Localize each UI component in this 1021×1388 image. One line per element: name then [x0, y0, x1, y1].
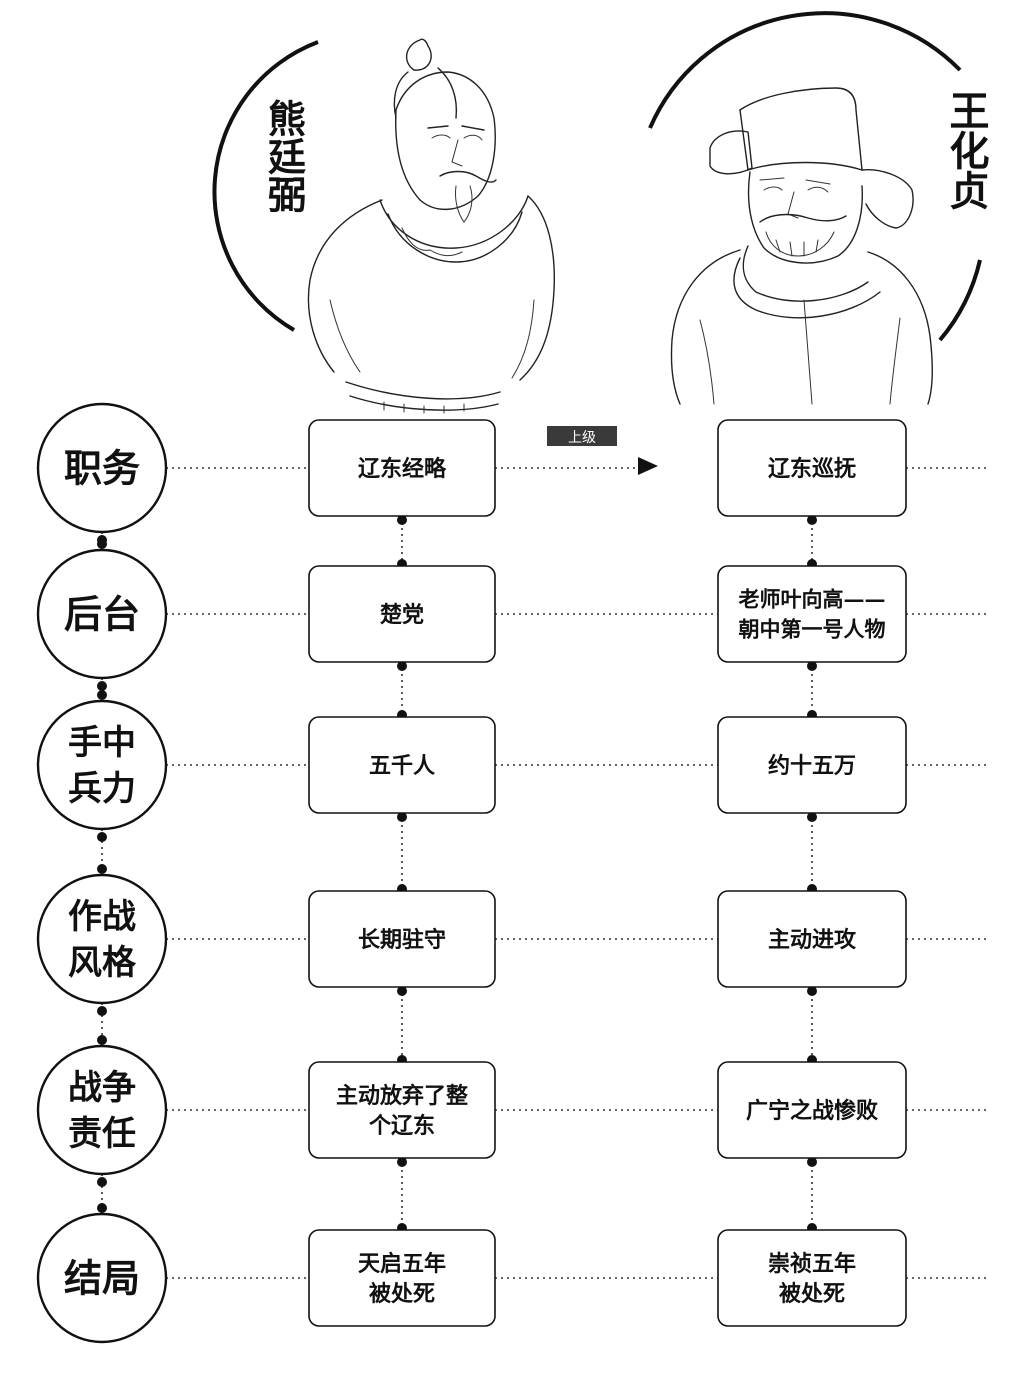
right-value-line-2: 被处死 — [779, 1281, 845, 1307]
comparison-row: 职务 辽东经略 辽东巡抚 — [36, 402, 907, 534]
connector-dot — [397, 1157, 407, 1167]
superior-arrow: 上级 — [547, 426, 658, 475]
right-value-line-2: 朝中第一号人物 — [739, 617, 886, 642]
connector-dot — [807, 1157, 817, 1167]
left-value-line-1: 五千人 — [369, 753, 435, 779]
left-value-box — [308, 716, 496, 814]
category-circle — [36, 699, 168, 831]
connector-dot — [807, 515, 817, 525]
connector-dot — [97, 832, 107, 842]
right-value-box — [717, 565, 907, 663]
connector-dot — [97, 690, 107, 700]
left-value-box — [308, 419, 496, 517]
connector-dot — [97, 539, 107, 549]
category-label-line-2: 责任 — [68, 1114, 136, 1154]
connector-dot — [97, 864, 107, 874]
left-value-line-1: 主动放弃了整 — [336, 1083, 468, 1109]
comparison-row: 后台 楚党 老师叶向高—— 朝中第一号人物 — [36, 548, 907, 680]
category-circle — [36, 873, 168, 1005]
left-value-line-1: 长期驻守 — [358, 927, 446, 953]
right-person-name: 王化贞 — [943, 90, 990, 210]
right-value-box — [717, 890, 907, 988]
left-portrait: 熊廷弼 — [212, 38, 555, 414]
left-value-line-2: 个辽东 — [369, 1113, 435, 1139]
right-value-line-1: 崇祯五年 — [768, 1251, 856, 1277]
connector-dot — [97, 1177, 107, 1187]
arrow-label: 上级 — [568, 429, 596, 445]
horizontal-connectors — [166, 467, 990, 1279]
connector-dot — [97, 1006, 107, 1016]
right-portrait-frame — [648, 11, 962, 129]
left-value-line-1: 辽东经略 — [358, 456, 447, 482]
connector-dot — [397, 515, 407, 525]
connector-dot — [807, 986, 817, 996]
left-value-line-1: 楚党 — [380, 602, 424, 628]
right-value-line-1: 广宁之战惨败 — [746, 1098, 878, 1124]
category-label-line-1: 战争 — [68, 1068, 136, 1108]
category-circle — [36, 548, 168, 680]
right-portrait-frame-lower — [938, 259, 982, 342]
connector-dot — [97, 1035, 107, 1045]
arrow-right-icon — [638, 457, 658, 475]
right-value-box — [717, 716, 907, 814]
connector-dot — [97, 681, 107, 691]
right-value-box — [717, 1229, 907, 1327]
left-value-box — [308, 565, 496, 663]
category-circle — [36, 402, 168, 534]
category-circle — [36, 1044, 168, 1176]
right-value-line-1: 约十五万 — [768, 753, 856, 779]
category-label-line-1: 职务 — [64, 446, 140, 491]
connector-dot — [397, 986, 407, 996]
connector-dot — [97, 1203, 107, 1213]
right-value-line-1: 老师叶向高—— — [739, 587, 886, 612]
left-value-box — [308, 1229, 496, 1327]
left-value-box — [308, 890, 496, 988]
category-label-line-2: 风格 — [68, 943, 137, 983]
connector-dot — [397, 661, 407, 671]
left-value-box — [308, 1061, 496, 1159]
category-label-line-1: 后台 — [64, 592, 140, 637]
left-value-line-2: 被处死 — [369, 1281, 435, 1307]
category-circle — [36, 1212, 168, 1344]
category-label-line-1: 手中 — [68, 723, 136, 763]
connector-dot — [397, 812, 407, 822]
left-value-line-1: 天启五年 — [358, 1251, 446, 1277]
right-value-box — [717, 1061, 907, 1159]
left-portrait-frame — [212, 40, 319, 332]
right-value-line-1: 主动进攻 — [768, 927, 857, 953]
category-label-line-2: 兵力 — [68, 769, 136, 809]
left-person-name: 熊廷弼 — [262, 99, 307, 213]
right-portrait-sketch — [670, 87, 933, 405]
connector-dot — [807, 661, 817, 671]
right-portrait: 王化贞 — [648, 11, 990, 405]
right-value-line-1: 辽东巡抚 — [768, 456, 856, 482]
category-label-line-1: 结局 — [64, 1256, 140, 1301]
arrow-label-bg — [547, 426, 617, 446]
category-label-line-1: 作战 — [68, 897, 136, 937]
connector-dot — [807, 812, 817, 822]
left-portrait-sketch — [307, 38, 555, 414]
right-value-box — [717, 419, 907, 517]
